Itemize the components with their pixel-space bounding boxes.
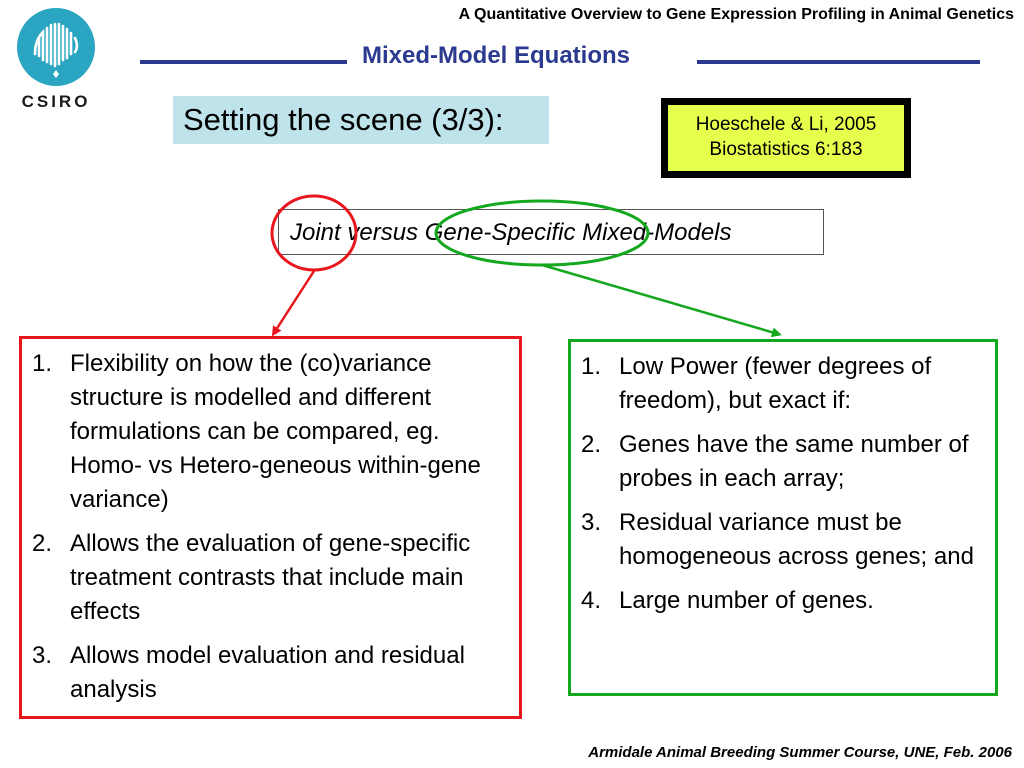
title-rule-right <box>697 60 980 64</box>
item-number: 1. <box>581 353 602 380</box>
csiro-logo: CSIRO <box>14 8 98 112</box>
reference-inner: Hoeschele & Li, 2005 Biostatistics 6:183 <box>667 104 905 172</box>
gene-specific-model-panel: 1. Low Power (fewer degrees of freedom),… <box>568 339 998 696</box>
gene-specific-arrow <box>541 263 782 338</box>
item-text: Flexibility on how the (co)variance stru… <box>70 350 481 513</box>
topic-box: Joint versus Gene-Specific Mixed-Models <box>278 209 824 255</box>
gene-specific-model-list: 1. Low Power (fewer degrees of freedom),… <box>571 342 995 618</box>
item-number: 2. <box>581 431 602 458</box>
list-item: 1. Low Power (fewer degrees of freedom),… <box>581 350 987 418</box>
item-number: 3. <box>581 509 602 536</box>
item-text: Large number of genes. <box>619 587 874 614</box>
item-text: Allows model evaluation and residual ana… <box>70 642 465 703</box>
scene-title-box: Setting the scene (3/3): <box>173 96 549 144</box>
header-title: A Quantitative Overview to Gene Expressi… <box>458 6 1014 23</box>
item-text: Low Power (fewer degrees of freedom), bu… <box>619 353 932 414</box>
item-text: Allows the evaluation of gene-specific t… <box>70 530 471 625</box>
joint-model-list: 1. Flexibility on how the (co)variance s… <box>22 339 519 707</box>
list-item: 2. Allows the evaluation of gene-specifi… <box>32 527 511 629</box>
list-item: 2. Genes have the same number of probes … <box>581 428 987 496</box>
list-item: 1. Flexibility on how the (co)variance s… <box>32 347 511 517</box>
list-item: 4. Large number of genes. <box>581 584 987 618</box>
australia-emblem-icon <box>17 8 95 86</box>
title-rule-left <box>140 60 347 64</box>
item-text: Residual variance must be homogeneous ac… <box>619 509 974 570</box>
reference-line-2: Biostatistics 6:183 <box>709 139 863 160</box>
item-text: Genes have the same number of probes in … <box>619 431 969 492</box>
item-number: 2. <box>32 530 53 557</box>
section-title: Mixed-Model Equations <box>362 42 631 69</box>
topic-text: Joint versus Gene-Specific Mixed-Models <box>290 219 732 246</box>
list-item: 3. Allows model evaluation and residual … <box>32 639 511 707</box>
reference-box: Hoeschele & Li, 2005 Biostatistics 6:183 <box>661 98 911 178</box>
scene-title: Setting the scene (3/3): <box>183 102 504 137</box>
item-number: 4. <box>581 587 602 614</box>
joint-arrow <box>271 270 316 337</box>
item-number: 1. <box>32 350 53 377</box>
list-item: 3. Residual variance must be homogeneous… <box>581 506 987 574</box>
footer-text: Armidale Animal Breeding Summer Course, … <box>588 744 1012 761</box>
logo-text: CSIRO <box>21 92 91 111</box>
item-number: 3. <box>32 642 53 669</box>
joint-model-panel: 1. Flexibility on how the (co)variance s… <box>19 336 522 719</box>
reference-line-1: Hoeschele & Li, 2005 <box>695 114 877 135</box>
